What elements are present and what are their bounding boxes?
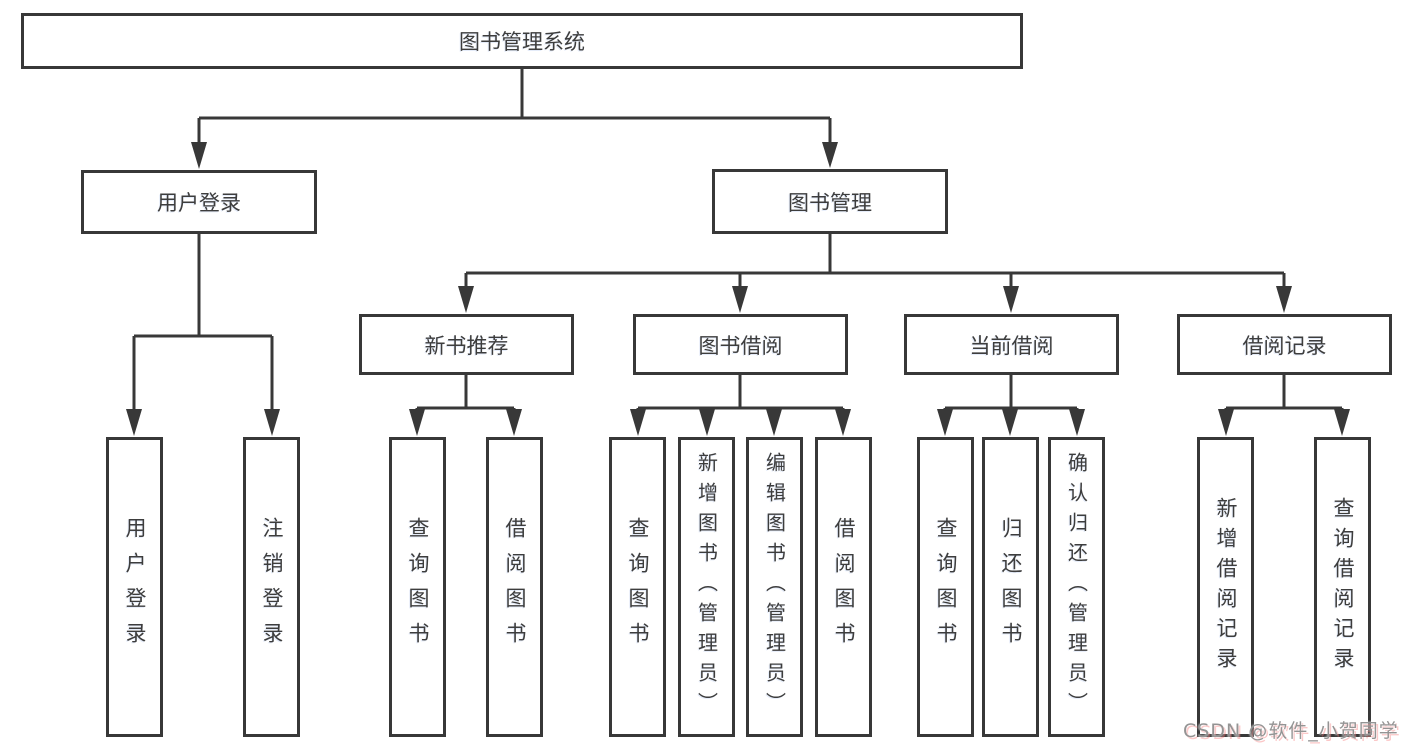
node-label: 新增图书（管理员） [694,452,719,722]
node-book-borrow: 图书借阅 [633,314,848,375]
csdn-watermark: CSDN @软件_小贺同学 [1183,720,1399,742]
leaf-logout: 注销登录 [243,437,300,737]
node-label: 查询图书 [406,517,430,657]
leaf-records-add-record: 新增借阅记录 [1197,437,1254,737]
leaf-borrow-add-books-admin: 新增图书（管理员） [678,437,735,737]
node-label: 图书管理 [788,190,872,215]
node-label: 归还图书 [999,517,1023,657]
node-label: 用户登录 [123,517,147,657]
node-label: 新书推荐 [424,333,509,358]
leaf-user-login: 用户登录 [106,437,163,737]
node-library-management-system: 图书管理系统 [21,13,1023,69]
node-user-login: 用户登录 [81,170,317,234]
node-new-book-recommend: 新书推荐 [359,314,574,375]
node-label: 用户登录 [157,191,241,215]
node-label: 当前借阅 [969,333,1054,358]
leaf-records-query-record: 查询借阅记录 [1314,437,1371,737]
node-label: 新增借阅记录 [1214,497,1238,677]
node-label: 借阅记录 [1242,333,1327,358]
leaf-recommend-borrow-books: 借阅图书 [486,437,543,737]
leaf-recommend-query-books: 查询图书 [389,437,446,737]
leaf-borrow-borrow-books: 借阅图书 [815,437,872,737]
node-label: 注销登录 [260,517,284,657]
node-label: 借阅图书 [832,517,856,657]
node-label: 图书借阅 [698,333,783,358]
leaf-current-query-books: 查询图书 [917,437,974,737]
leaf-current-confirm-return-admin: 确认归还（管理员） [1048,437,1105,737]
node-label: 查询图书 [626,517,650,657]
node-label: 借阅图书 [503,517,527,657]
node-label: 编辑图书（管理员） [762,452,787,722]
leaf-borrow-edit-books-admin: 编辑图书（管理员） [746,437,803,737]
node-book-management: 图书管理 [712,169,948,234]
node-label: 图书管理系统 [459,30,585,54]
node-borrow-records: 借阅记录 [1177,314,1392,375]
node-label: 确认归还（管理员） [1064,452,1089,722]
leaf-borrow-query-books: 查询图书 [609,437,666,737]
leaf-current-return-books: 归还图书 [982,437,1039,737]
node-label: 查询图书 [934,517,958,657]
node-label: 查询借阅记录 [1331,497,1355,677]
node-current-borrow: 当前借阅 [904,314,1119,375]
